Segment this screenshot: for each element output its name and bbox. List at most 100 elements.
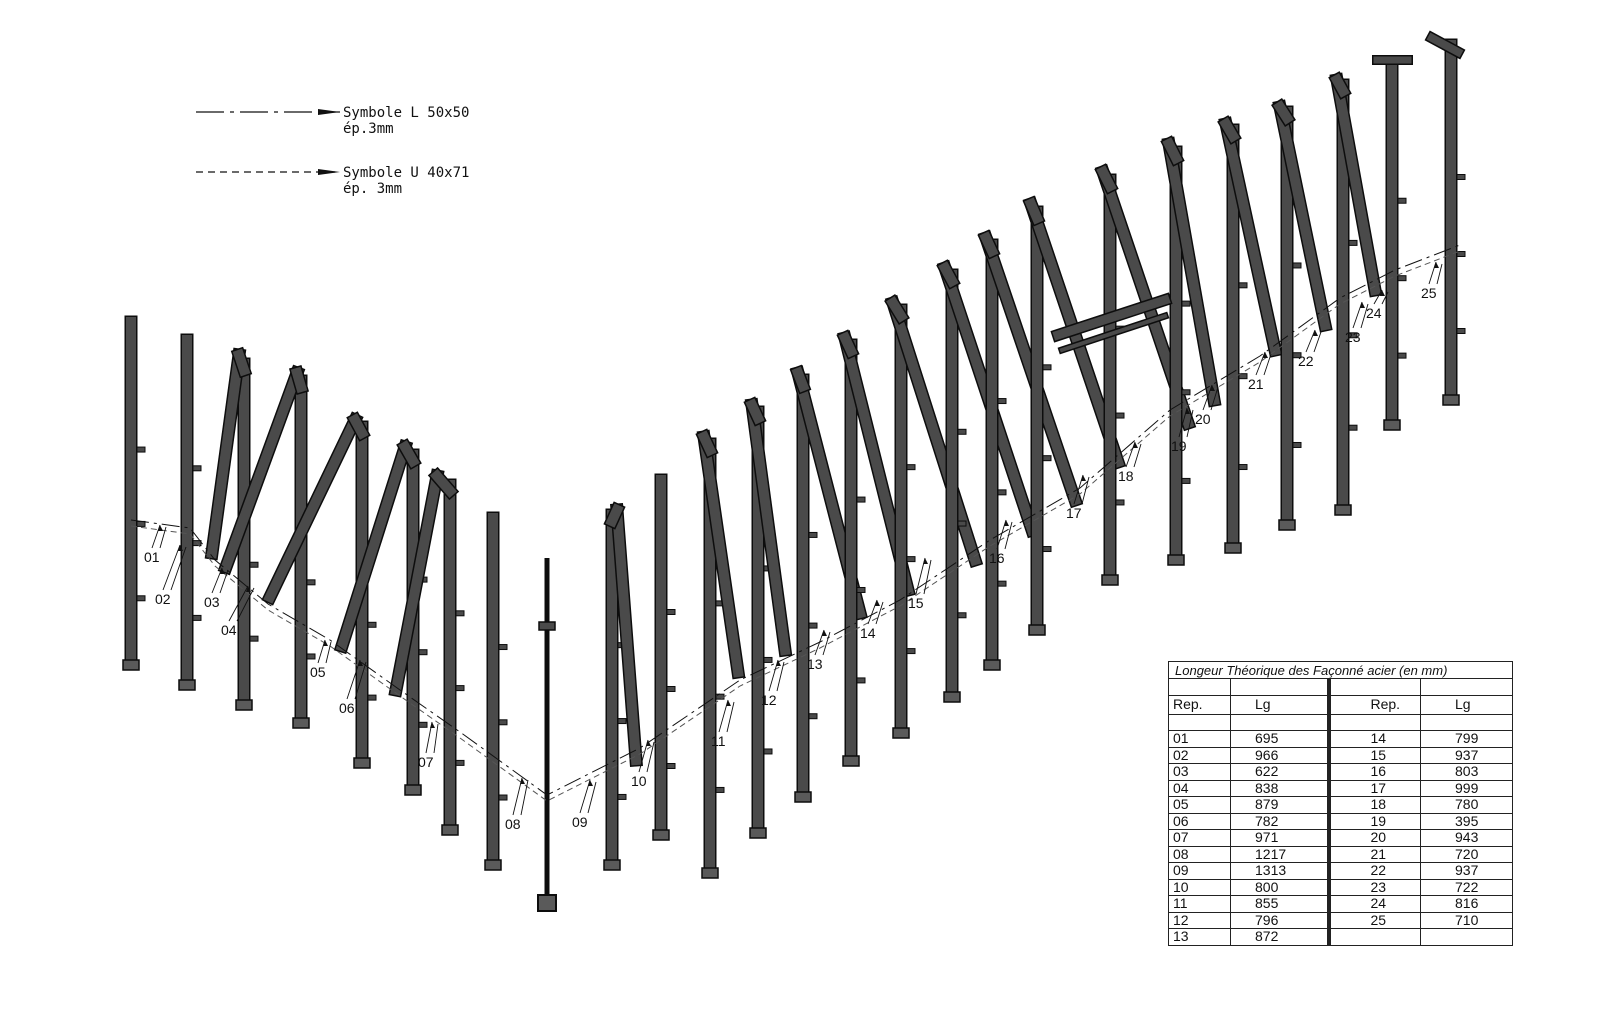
steel-strut [1220,118,1281,356]
arrow-icon [1210,385,1215,391]
cleat [1238,373,1248,380]
base-plate [537,894,557,912]
rep-label: 05 [310,664,326,680]
steel-cap [697,430,717,457]
lg-cell: 1217 [1230,845,1329,863]
rep-label: 09 [572,814,588,830]
arrow-icon [318,109,340,115]
rep-label: 03 [204,594,220,610]
cleat [1042,546,1052,553]
cleat [192,614,202,621]
steel-cap [886,296,908,323]
cleat [1456,251,1466,257]
lg-cell: 872 [1230,928,1329,946]
rep-cell: 23 [1326,878,1421,896]
cleat [367,694,377,701]
legend-text: ép.3mm [343,121,394,137]
rep-label: 02 [155,591,171,607]
rep-cell: 05 [1168,796,1231,814]
base-plate [235,699,253,711]
lg-cell: 1313 [1230,862,1329,880]
rep-cell: 24 [1326,895,1421,913]
base-plate [484,859,502,871]
cleat [498,644,508,651]
leader-line [1352,301,1363,329]
steel-cap [290,366,308,394]
leader-line [1210,386,1219,411]
leader-line [162,544,181,591]
l-profile-line [130,244,1461,796]
lg-cell: 971 [1230,829,1329,847]
arrow-icon [1185,408,1190,414]
steel-cap [1273,100,1294,125]
base-plate [983,659,1001,671]
arrow-icon [178,545,183,551]
arrow-icon [220,568,225,574]
cleat [1042,455,1052,462]
steel-strut [1274,101,1331,331]
base-plate [749,827,767,839]
rep-cell: 16 [1326,763,1421,781]
cleat [1397,197,1407,204]
arrow-icon [1313,330,1318,336]
steel-cap [791,366,810,393]
leader-line [1202,384,1213,411]
lg-cell: 395 [1420,812,1513,830]
cleat [715,786,725,793]
rep-cell: 22 [1326,862,1421,880]
lg-cell: 838 [1230,779,1329,797]
lg-cell: 855 [1230,895,1329,913]
arrow-icon [158,525,163,531]
cleat [906,648,916,655]
cleat [136,446,146,453]
leader-line [776,661,785,692]
cleat [498,719,508,726]
arrow-icon [1434,262,1439,268]
cleat [1292,352,1302,359]
arrow-icon [588,780,593,786]
cross-beam [1059,313,1168,353]
leader-line [433,723,439,754]
arrow-icon [1360,302,1365,308]
leader-line [1263,353,1272,376]
column-collar [538,621,556,631]
rep-label: 16 [989,550,1005,566]
steel-cap [1096,165,1117,193]
leader-line [1373,289,1383,305]
base-plate [1334,504,1352,516]
cleat [306,653,316,660]
steel-cap [605,503,624,528]
steel-structure [122,30,1466,912]
cleat [367,621,377,628]
cleat [997,398,1007,405]
steel-strut [746,399,791,656]
legend: Symbole L 50x50 ép.3mm Symbole U 40x71 é… [196,105,469,197]
leader-line [1313,331,1322,353]
rep-cell: 13 [1168,928,1231,946]
base-plate [1167,554,1185,566]
base-plate [178,679,196,691]
cleat [192,465,202,472]
base-plate [1442,394,1460,406]
base-plate [603,859,621,871]
leader-line [1305,329,1316,353]
cleat [957,428,967,435]
arrow-icon [923,558,928,564]
rep-cell: 12 [1168,911,1231,929]
arrow-icon [323,640,328,646]
cleat [455,685,465,692]
arrow-icon [1133,442,1138,448]
steel-cap [745,398,765,425]
steel-cap [1219,117,1240,143]
lg-cell: 695 [1230,730,1329,748]
lg-cell: 780 [1420,796,1513,814]
cleat [455,610,465,617]
leader-line [1255,351,1266,376]
lg-cell: 937 [1420,862,1513,880]
leader-line [1436,263,1443,285]
rep-label: 07 [418,754,434,770]
